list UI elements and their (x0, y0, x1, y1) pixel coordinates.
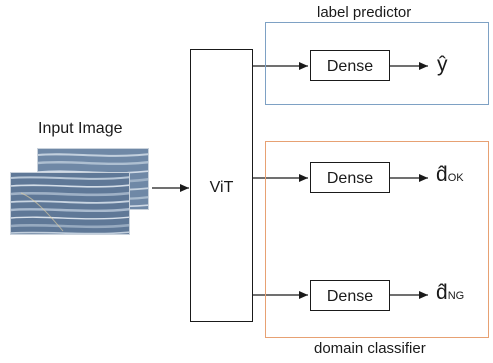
input-image-label: Input Image (38, 120, 123, 137)
output-y-hat-symbol: ŷ (437, 53, 448, 76)
output-d-ng: d̂NG (436, 282, 464, 303)
dense-block-ng: Dense (310, 280, 390, 311)
output-d-ok-symbol: d̂ (436, 163, 448, 186)
dense-label: Dense (326, 288, 374, 305)
wood-grain-image (10, 172, 130, 235)
domain-classifier-group (265, 141, 489, 338)
dense-label: Dense (326, 170, 374, 187)
dense-label: Dense (326, 58, 374, 75)
dense-block-ok: Dense (310, 162, 390, 193)
output-y-hat: ŷ (437, 54, 448, 75)
vit-block: ViT (190, 49, 253, 322)
output-d-ng-subscript: NG (447, 290, 465, 302)
dense-block-label: Dense (310, 50, 390, 81)
output-d-ng-symbol: d̂ (436, 281, 448, 304)
output-d-ok: d̂OK (436, 164, 464, 185)
domain-classifier-title: domain classifier (314, 340, 426, 357)
label-predictor-title: label predictor (317, 4, 412, 21)
output-d-ok-subscript: OK (447, 172, 464, 184)
vit-label: ViT (209, 179, 234, 196)
label-predictor-group (265, 22, 489, 105)
